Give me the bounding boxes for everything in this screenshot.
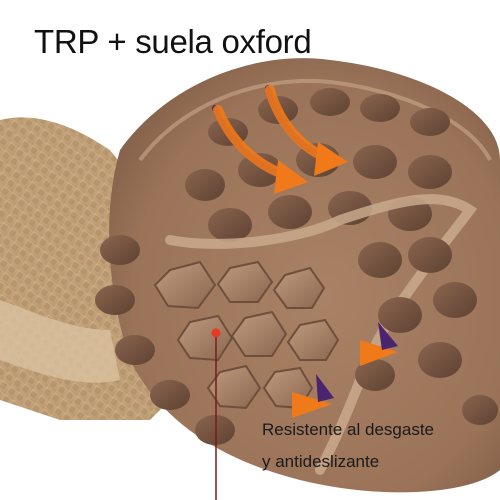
sole-ridge [165,194,478,475]
caption-line-2: y antideslizante [262,452,380,471]
pointer-arrow-icon [292,374,334,418]
curved-arrow-icon [212,105,308,194]
outer-lugs [95,235,498,445]
shoe-collar [0,300,120,383]
red-dot-marker [211,328,221,338]
sole-rim [138,78,492,162]
curved-arrow-icon [265,85,348,176]
caption-line-1: Resistente al desgaste [262,420,434,439]
center-lugs [153,260,340,410]
pointer-arrow-icon [360,322,398,366]
headline: TRP + suela oxford [34,23,312,60]
